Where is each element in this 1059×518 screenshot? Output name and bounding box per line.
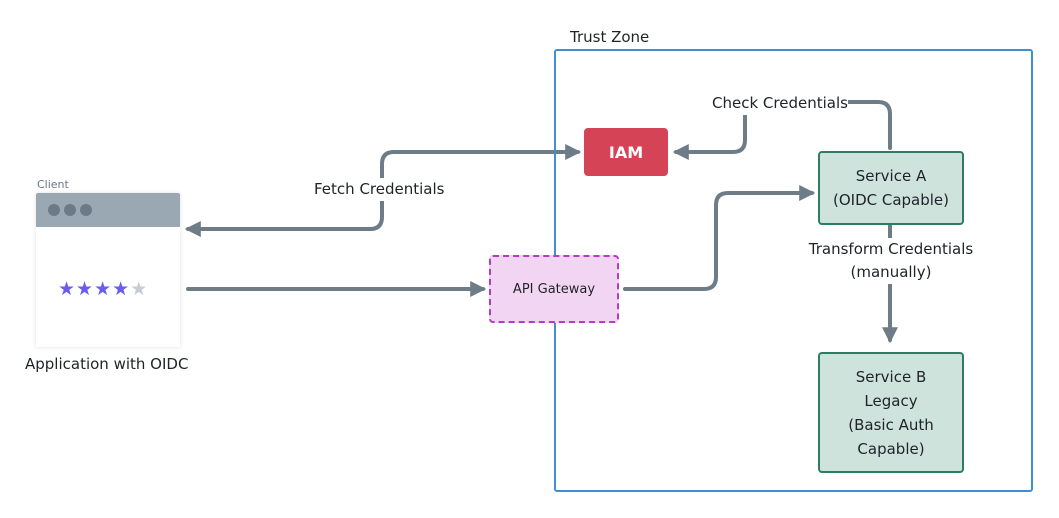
service-b-title: Service B: [855, 367, 927, 386]
application-label: Application with OIDC: [25, 355, 189, 373]
star-icon: ★: [112, 278, 131, 300]
star-icon: ★: [94, 278, 113, 300]
window-dot-icon: [48, 204, 60, 216]
service-a-node[interactable]: Service A (OIDC Capable): [818, 151, 964, 225]
trust-zone-label: Trust Zone: [570, 28, 650, 46]
check-credentials-label: Check Credentials: [712, 92, 848, 115]
service-b-line4: Capable): [857, 439, 925, 458]
star-rating: ★★★★★: [58, 278, 148, 300]
service-a-title: Service A: [855, 167, 927, 185]
transform-credentials-label: Transform Credentials (manually): [800, 238, 982, 284]
gateway-to-service-a-arrow: [623, 185, 816, 291]
client-title: Client: [37, 178, 69, 191]
service-a-subtitle: (OIDC Capable): [832, 191, 950, 209]
service-b-node[interactable]: Service B Legacy (Basic Auth Capable): [818, 352, 964, 473]
transform-credentials-line2: (manually): [850, 263, 932, 281]
service-b-line3: (Basic Auth: [848, 415, 934, 434]
star-icon: ★: [76, 278, 95, 300]
api-gateway-node[interactable]: API Gateway: [489, 255, 619, 323]
star-icon: ★: [58, 278, 77, 300]
service-b-line2: Legacy: [864, 391, 918, 410]
star-icon: ★: [130, 278, 149, 300]
window-dot-icon: [80, 204, 92, 216]
client-window-titlebar: [36, 193, 180, 227]
fetch-credentials-label: Fetch Credentials: [314, 178, 445, 201]
window-dot-icon: [64, 204, 76, 216]
iam-node[interactable]: IAM: [584, 128, 668, 176]
transform-credentials-line1: Transform Credentials: [808, 240, 974, 258]
